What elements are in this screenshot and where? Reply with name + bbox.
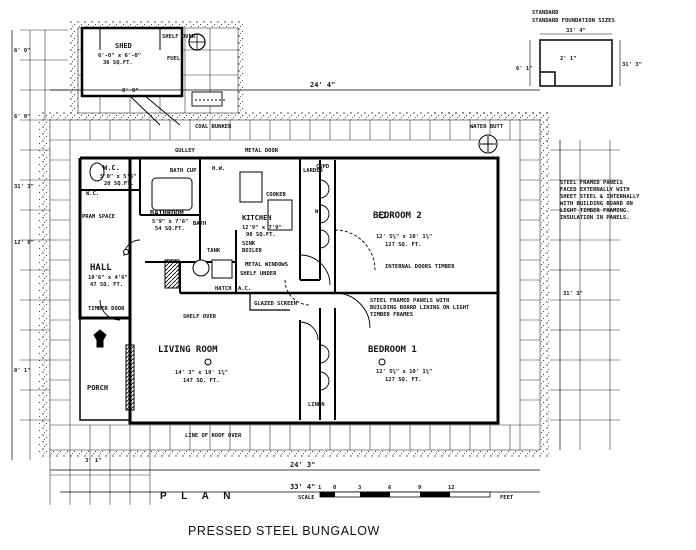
dim-overall-top: 24' 4" <box>310 81 335 89</box>
dim-left-c: 8' 1" <box>14 368 31 374</box>
inset-dim-width: 33' 4" <box>566 28 586 34</box>
dim-overall-bottom2: 33' 4" <box>290 483 315 491</box>
room-living-size: 14' 3" x 10' 1¾" <box>175 370 228 376</box>
room-kitchen-size: 12'9" x 7'9" <box>242 225 282 231</box>
label-shelf-under: SHELF UNDER <box>240 271 277 277</box>
foundation-inset: STANDARD STANDARD FOUNDATION SIZES 33' 4… <box>516 10 642 87</box>
note-metal-windows: METAL WINDOWS <box>245 262 288 268</box>
label-cupboard: CUPD <box>316 164 330 170</box>
note-line-of-roof: LINE OF ROOF OVER <box>185 433 242 439</box>
label-coal-bunker: COAL BUNKER <box>195 124 232 130</box>
label-boiler: BOILER <box>242 248 263 254</box>
dim-right-height: 31' 3" <box>563 291 583 297</box>
scale-tick-0: 1 <box>318 485 322 491</box>
room-shed-name: SHED <box>115 42 132 50</box>
label-ac: A.C. <box>238 286 251 292</box>
scale-bar: SCALE 1 0 3 6 9 12 FEET <box>298 485 514 501</box>
plan-label: P L A N <box>160 491 236 502</box>
room-bedroom1-size: 12' 5¾" x 10' 1¾" <box>376 369 432 375</box>
inset-dim-small: 2' 1" <box>560 56 577 62</box>
dim-left-height: 31' 3" <box>14 184 34 190</box>
label-tank: TANK <box>207 248 221 254</box>
room-living-area: 147 SQ. FT. <box>183 378 219 384</box>
label-water-butt: WATER BUTT <box>470 124 504 130</box>
label-hw: H.W. <box>212 166 225 172</box>
label-metal-door: METAL DOOR <box>245 148 279 154</box>
room-wc-name: W.C. <box>103 164 120 172</box>
drawing-caption: PRESSED STEEL BUNGALOW <box>188 524 380 538</box>
label-glazed-screen: GLAZED SCREEN <box>254 301 297 307</box>
label-pram-space: PRAM SPACE <box>82 214 115 220</box>
label-linen: LINEN <box>308 402 325 408</box>
label-wardrobe: W <box>315 209 319 215</box>
room-bedroom2-size: 12' 5¾" x 10' 1¾" <box>376 234 432 240</box>
interior-walls <box>80 158 498 420</box>
dim-bottom-left: 3' 1" <box>85 458 102 464</box>
scale-tick-3: 6 <box>388 485 392 491</box>
shed-building <box>80 26 206 98</box>
inset-dim-left: 6' 1" <box>516 66 533 72</box>
room-hall-size: 10'6" x 4'6" <box>88 275 128 281</box>
notes: METAL WINDOWS INTERNAL DOORS TIMBER LINE… <box>185 262 455 439</box>
dim-left-a: 6' 0" <box>14 114 31 120</box>
label-bath-cupboard: BATH CUP <box>170 168 197 174</box>
label-hatch: HATCH <box>215 286 232 292</box>
label-sink: SINK <box>242 241 256 247</box>
fixtures <box>89 134 498 366</box>
room-porch-name: PORCH <box>87 384 108 392</box>
room-bedroom2-area: 127 SQ. FT. <box>385 242 421 248</box>
fixture-labels: COAL BUNKER GULLEY METAL DOOR WATER BUTT… <box>82 34 504 408</box>
inset-title-2: STANDARD FOUNDATION SIZES <box>532 18 615 24</box>
inset-title-1: STANDARD <box>532 10 559 16</box>
inset-dim-height: 31' 3" <box>622 62 642 68</box>
scale-label: SCALE <box>298 495 315 501</box>
room-bathroom-size: 5'9" x 7'6" <box>152 219 188 225</box>
dimension-labels: 24' 4" 24' 3" 33' 4" 31' 3" 8' 0" 6' 0" … <box>14 48 583 491</box>
house-outline <box>78 156 500 425</box>
room-bathroom-area: 54 SQ.FT. <box>155 226 185 232</box>
scale-tick-4: 9 <box>418 485 421 491</box>
room-bedroom2-name: BEDROOM 2 <box>373 211 422 221</box>
label-bath: BATH <box>193 221 206 227</box>
label-shelf-over-shed: SHELF OVER <box>162 34 196 40</box>
dim-left-b: 12' 0" <box>14 240 34 246</box>
room-shed-area: 36 SQ.FT. <box>103 60 133 66</box>
dim-left-top: 6' 0" <box>14 48 31 54</box>
dim-overall-bottom: 24' 3" <box>290 461 315 469</box>
label-gulley: GULLEY <box>175 148 196 154</box>
scale-tick-1: 0 <box>333 485 336 491</box>
room-kitchen-name: KITCHEN <box>242 214 272 222</box>
room-shed-size: 6'-0" x 6'-0" <box>98 53 141 59</box>
scale-tick-5: 12 <box>448 485 455 491</box>
scale-tick-2: 3 <box>358 485 361 491</box>
room-bedroom1-area: 127 SQ. FT. <box>385 377 421 383</box>
dim-shed-width: 8' 0" <box>122 88 139 94</box>
room-living-name: LIVING ROOM <box>158 345 218 355</box>
room-hall-area: 47 SQ. FT. <box>90 282 123 288</box>
label-shelf-over: SHELF OVER <box>183 314 217 320</box>
note-internal-doors: INTERNAL DOORS TIMBER <box>385 264 455 270</box>
label-fuel: FUEL <box>167 56 181 62</box>
room-labels: SHED 6'-0" x 6'-0" 36 SQ.FT. W.C. 5'0" x… <box>87 42 432 392</box>
garden-path <box>129 91 225 126</box>
room-bathroom-name: BATHROOM <box>150 209 184 217</box>
label-timber-door: TIMBER DOOR <box>88 306 125 312</box>
room-wc-size: 5'0" x 5'6" <box>100 174 136 180</box>
room-bedroom1-name: BEDROOM 1 <box>368 345 417 355</box>
scale-unit: FEET <box>500 495 514 501</box>
room-hall-name: HALL <box>90 263 112 273</box>
label-cooker: COOKER <box>266 192 287 198</box>
plan-title: P L A N <box>160 491 236 502</box>
room-wc-area: 20 SQ.FT. <box>104 181 134 187</box>
room-kitchen-area: 90 SQ.FT. <box>246 232 276 238</box>
label-larder: LARDER <box>303 168 324 174</box>
label-wc-pan: W.C. <box>86 191 99 197</box>
